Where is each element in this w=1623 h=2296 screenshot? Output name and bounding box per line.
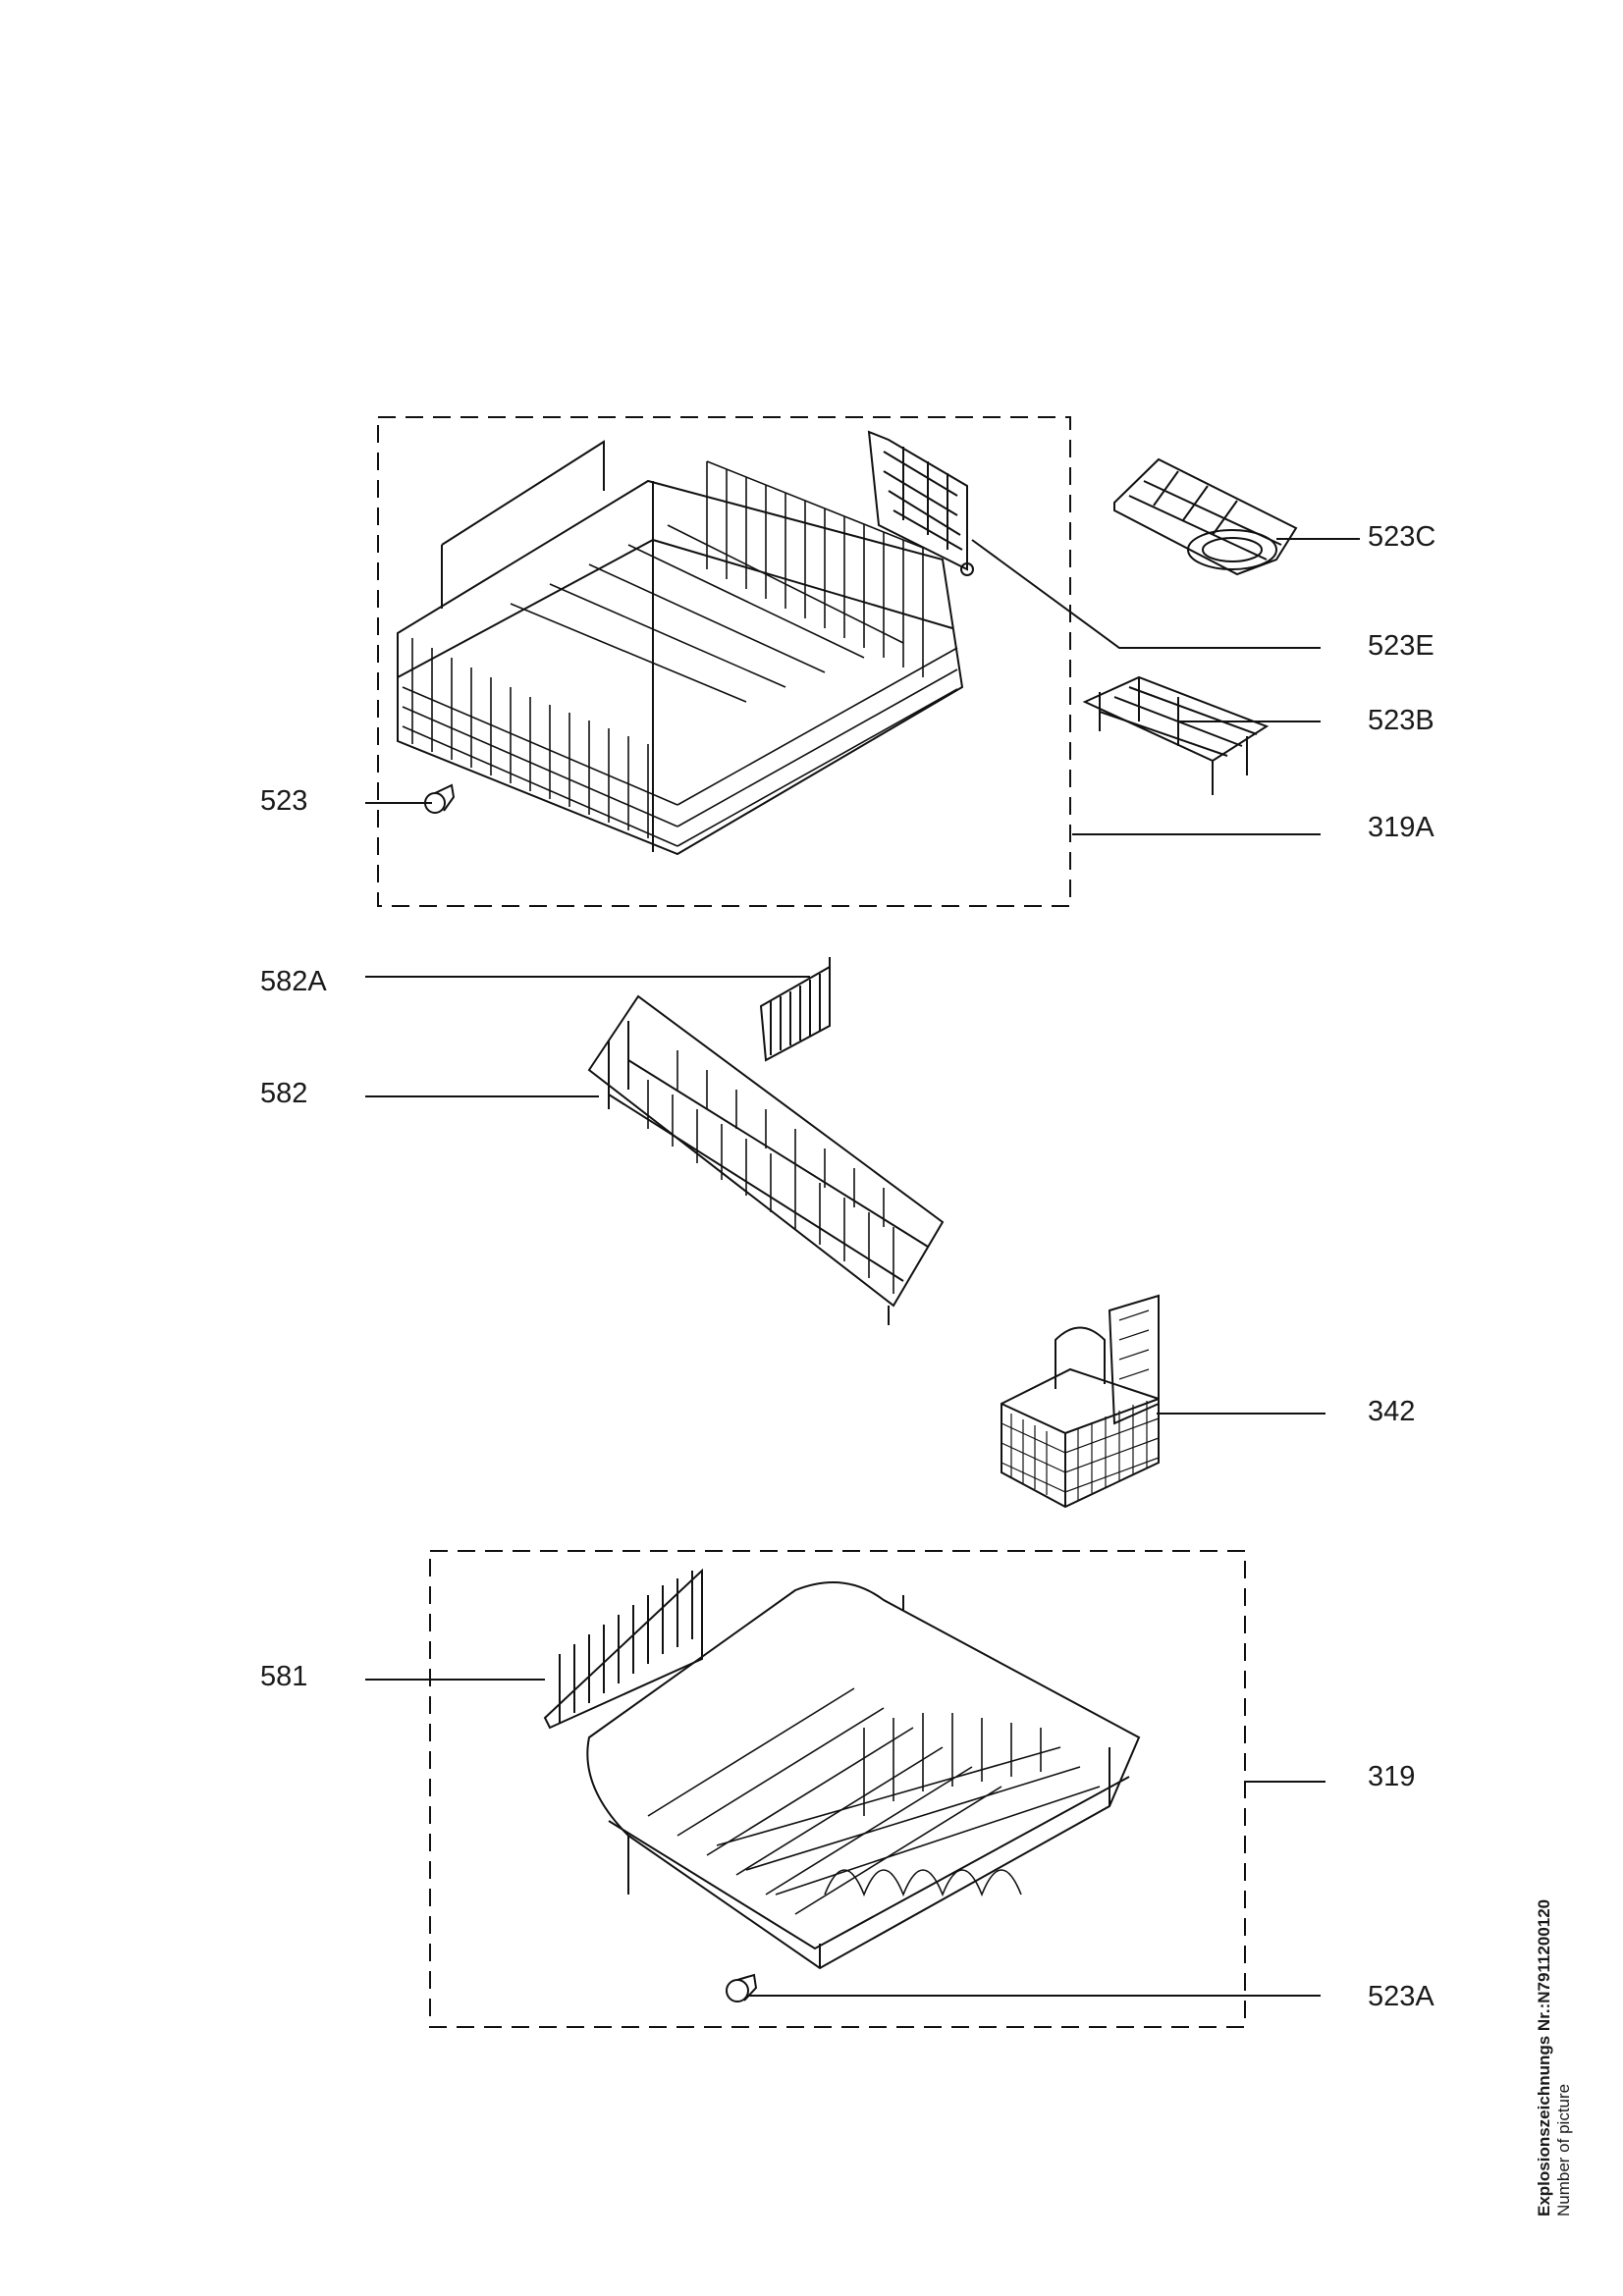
label-523E: 523E <box>1368 630 1434 662</box>
insert-581-drawing <box>543 1568 703 1730</box>
cutlery-basket-342-drawing <box>1001 1294 1160 1509</box>
label-342: 342 <box>1368 1396 1416 1427</box>
shelf-523C-drawing <box>1113 457 1298 576</box>
cup-rack-582-drawing <box>587 994 945 1325</box>
label-523B: 523B <box>1368 705 1434 736</box>
upper-wheel-523-drawing <box>424 783 456 814</box>
insert-582A-drawing <box>759 957 831 1062</box>
label-582: 582 <box>260 1078 308 1109</box>
lower-basket-group-box <box>429 1550 1246 2028</box>
label-523C: 523C <box>1368 521 1436 553</box>
drawing-number: Explosionszeichnungs Nr.:N7911200120 <box>1535 1898 1553 2216</box>
label-582A: 582A <box>260 966 327 997</box>
label-523A: 523A <box>1368 1981 1434 2012</box>
label-523: 523 <box>260 785 308 817</box>
lower-basket-drawing <box>586 1581 1141 1970</box>
shelf-523B-drawing <box>1082 675 1270 795</box>
drawing-number-caption: Number of picture <box>1554 2083 1573 2216</box>
upper-basket-group-box <box>377 416 1071 907</box>
insert-523E-drawing <box>867 430 974 576</box>
label-581: 581 <box>260 1661 308 1692</box>
lower-wheel-523A-drawing <box>726 1973 758 2002</box>
leader-523E <box>971 539 1321 649</box>
upper-basket-drawing <box>397 440 964 856</box>
label-319A: 319A <box>1368 812 1434 843</box>
drawing-reference-note: Explosionszeichnungs Nr.:N7911200120 Num… <box>1535 1899 1574 2216</box>
label-319: 319 <box>1368 1761 1416 1792</box>
